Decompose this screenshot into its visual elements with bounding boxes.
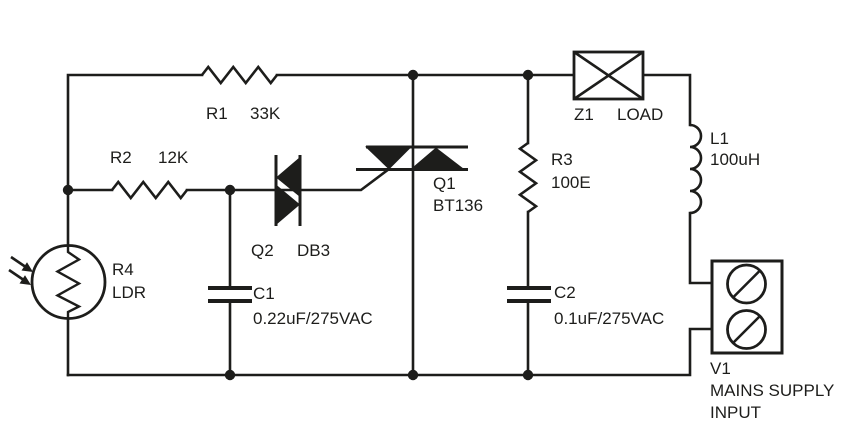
wire bbox=[641, 73, 692, 127]
c1-ref-label: C1 bbox=[253, 284, 275, 303]
l1-ref-label: L1 bbox=[710, 129, 729, 148]
r4-value-label: LDR bbox=[112, 283, 146, 302]
q2-value-label: DB3 bbox=[297, 241, 330, 260]
v1-value-line1-label: MAINS SUPPLY bbox=[710, 381, 834, 400]
junction-dot bbox=[522, 69, 534, 81]
junction-dot bbox=[224, 184, 236, 196]
junction-dot bbox=[407, 369, 419, 381]
junction-dot bbox=[224, 369, 236, 381]
junction-dot bbox=[62, 184, 74, 196]
q1-ref-label: Q1 bbox=[433, 174, 456, 193]
triac-q1-symbol bbox=[356, 145, 468, 171]
resistor-r3-symbol bbox=[517, 141, 539, 214]
r3-value-label: 100E bbox=[551, 173, 591, 192]
wire bbox=[66, 73, 204, 192]
capacitor-c2-symbol bbox=[507, 286, 551, 303]
v1-value-line2-label: INPUT bbox=[710, 403, 761, 422]
resistor-r2-symbol bbox=[110, 179, 189, 201]
z1-ref-label: Z1 bbox=[574, 105, 594, 124]
q1-value-label: BT136 bbox=[433, 196, 483, 215]
junction-dot bbox=[522, 369, 534, 381]
wire bbox=[688, 211, 714, 285]
ldr-r4-symbol bbox=[8, 244, 107, 320]
diac-q2-symbol bbox=[274, 155, 302, 226]
r1-value-label: 33K bbox=[250, 104, 281, 123]
r3-ref-label: R3 bbox=[551, 150, 573, 169]
r2-value-label: 12K bbox=[158, 148, 189, 167]
junction-dot bbox=[407, 69, 419, 81]
v1-ref-label: V1 bbox=[710, 359, 731, 378]
r2-ref-label: R2 bbox=[110, 148, 132, 167]
l1-value-label: 100uH bbox=[710, 150, 760, 169]
light-arrows-icon bbox=[8, 255, 33, 285]
q2-ref-label: Q2 bbox=[251, 241, 274, 260]
resistor-r1-symbol bbox=[200, 64, 279, 86]
c1-value-label: 0.22uF/275VAC bbox=[253, 309, 373, 328]
capacitor-c1-symbol bbox=[208, 286, 252, 303]
c2-ref-label: C2 bbox=[554, 283, 576, 302]
wire bbox=[66, 327, 714, 377]
screw-terminal-icon bbox=[726, 309, 767, 350]
junction-dots bbox=[62, 69, 534, 381]
terminal-block-v1-symbol bbox=[710, 259, 784, 355]
load-z1-symbol bbox=[572, 50, 645, 101]
z1-value-label: LOAD bbox=[617, 105, 663, 124]
r4-ref-label: R4 bbox=[112, 260, 134, 279]
r1-ref-label: R1 bbox=[206, 104, 228, 123]
inductor-l1-symbol bbox=[689, 123, 703, 215]
wire bbox=[185, 167, 391, 192]
c2-value-label: 0.1uF/275VAC bbox=[554, 309, 664, 328]
screw-terminal-icon bbox=[726, 263, 767, 305]
